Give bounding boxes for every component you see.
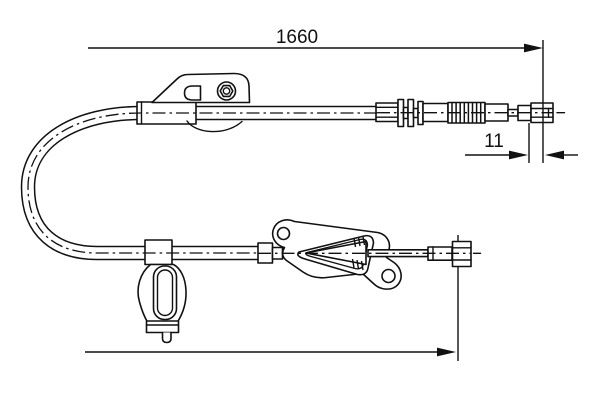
bolt-center — [222, 87, 231, 95]
grommet-loop-outer — [152, 265, 178, 321]
arrowhead-left-icon — [545, 150, 564, 160]
mounting-bracket — [151, 72, 251, 133]
mounting-hole — [381, 268, 396, 284]
bolt-hex-head — [219, 84, 234, 98]
bracket-strap — [186, 120, 243, 133]
grommet-clip — [137, 263, 187, 344]
arrowhead-right-icon — [524, 43, 543, 53]
mounting-hole — [276, 226, 291, 241]
clamp-body — [144, 239, 173, 266]
total-length-label: 1660 — [276, 27, 318, 48]
arrowhead-right-icon — [437, 347, 456, 357]
cable-clamp — [144, 239, 173, 266]
rod-end-barrel — [451, 240, 472, 268]
spring-retainer-ticks — [351, 236, 366, 271]
arrowhead-right-icon — [509, 150, 528, 160]
grommet-pin — [161, 331, 172, 344]
equalizer-boss-inner — [305, 238, 369, 270]
cable-centerline — [27, 112, 377, 254]
dimension-end-offset: 11 — [465, 40, 578, 163]
dimension-total-length: 1660 — [88, 27, 543, 53]
centerlines — [27, 111, 566, 255]
grommet-loop-inner — [156, 269, 174, 317]
end-offset-label: 11 — [484, 131, 504, 152]
grommet-plate — [145, 320, 180, 334]
bracket-slot — [183, 85, 202, 101]
barrel-body — [451, 240, 472, 268]
